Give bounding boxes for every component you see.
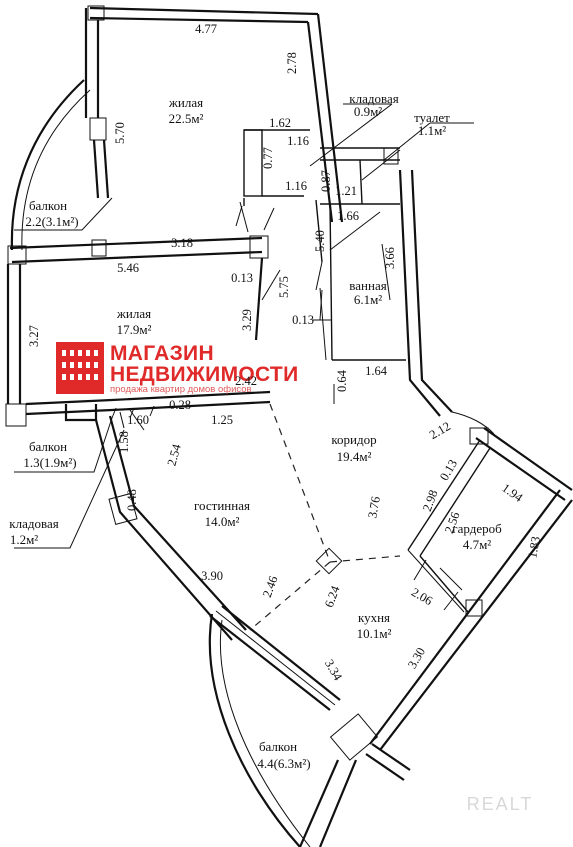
dim-2-06: 2.06 bbox=[409, 585, 435, 608]
dim-3-66: 3.66 bbox=[383, 247, 397, 269]
balcony-mid-name: балкон bbox=[29, 439, 67, 454]
dim-1-62: 1.62 bbox=[269, 116, 291, 130]
dim-0-64: 0.64 bbox=[335, 369, 349, 392]
dim-5-46: 5.46 bbox=[117, 261, 139, 275]
living2-area: 17.9м² bbox=[117, 322, 152, 337]
living1-name: жилая bbox=[168, 95, 203, 110]
dim-0-28: 0.28 bbox=[169, 398, 191, 412]
dim-3-90: 3.90 bbox=[201, 569, 223, 583]
dim-1-66: 1.66 bbox=[337, 209, 359, 223]
storage-left-area: 1.2м² bbox=[10, 532, 38, 547]
living2-name: жилая bbox=[116, 306, 151, 321]
dim-1-16-top: 1.16 bbox=[287, 134, 309, 148]
logo-subtitle: продажа квартир домов офисов bbox=[110, 384, 252, 395]
dim-3-76: 3.76 bbox=[365, 495, 383, 519]
balcony-top-area: 2.2(3.1м²) bbox=[25, 214, 78, 229]
dim-2-78: 2.78 bbox=[285, 52, 299, 74]
dim-2-54: 2.54 bbox=[165, 442, 184, 467]
kitchen-area: 10.1м² bbox=[357, 626, 392, 641]
dim-1-58: 1.58 bbox=[117, 431, 131, 453]
dim-1-21: 1.21 bbox=[335, 184, 357, 198]
room-labels: жилая 22.5м² кладовая 0.9м² туалет 1.1м²… bbox=[9, 91, 502, 771]
dim-3-18: 3.18 bbox=[171, 236, 193, 250]
dim-1-16-bottom: 1.16 bbox=[285, 179, 307, 193]
wardrobe-area: 4.7м² bbox=[463, 537, 491, 552]
storage-top-name: кладовая bbox=[349, 91, 398, 106]
dimension-labels: 4.77 2.78 5.70 1.62 1.16 0.77 1.16 0.87 … bbox=[27, 22, 543, 684]
leader-lines bbox=[14, 103, 474, 549]
dim-2-42: 2.42 bbox=[235, 374, 257, 388]
wardrobe-name: гардероб bbox=[452, 521, 502, 536]
dim-1-94: 1.94 bbox=[499, 481, 526, 505]
building-logo-icon bbox=[56, 342, 104, 394]
dim-3-34: 3.34 bbox=[322, 657, 345, 684]
balcony-mid-area: 1.3(1.9м²) bbox=[23, 455, 76, 470]
toilet-area: 1.1м² bbox=[418, 123, 446, 138]
bath-area: 6.1м² bbox=[354, 292, 382, 307]
balcony-bottom-name: балкон bbox=[259, 739, 297, 754]
corridor-area: 19.4м² bbox=[337, 449, 372, 464]
dim-0-13-a: 0.13 bbox=[231, 271, 253, 285]
balcony-top-name: балкон bbox=[29, 198, 67, 213]
dim-1-25: 1.25 bbox=[211, 413, 233, 427]
living1-area: 22.5м² bbox=[169, 111, 204, 126]
dim-5-70: 5.70 bbox=[113, 122, 127, 144]
dim-0-13-c: 0.13 bbox=[437, 457, 460, 483]
storage-top-area: 0.9м² bbox=[354, 104, 382, 119]
dim-1-60: 1.60 bbox=[127, 413, 149, 427]
logo-title-line2: НЕДВИЖИМОСТИ bbox=[110, 363, 298, 386]
dim-2-12: 2.12 bbox=[427, 419, 453, 442]
dim-0-13-b: 0.13 bbox=[292, 313, 314, 327]
toilet-name: туалет bbox=[414, 110, 450, 125]
room-separators bbox=[249, 403, 401, 631]
walls bbox=[5, 5, 573, 847]
kitchen-name: кухня bbox=[358, 610, 390, 625]
dim-0-77: 0.77 bbox=[261, 147, 275, 169]
corridor-name: коридор bbox=[331, 432, 376, 447]
dim-0-87: 0.87 bbox=[319, 170, 333, 192]
dim-4-77: 4.77 bbox=[195, 22, 217, 36]
lounge-area: 14.0м² bbox=[205, 514, 240, 529]
dim-6-24: 6.24 bbox=[322, 583, 343, 609]
dim-5-75: 5.75 bbox=[277, 276, 291, 298]
bath-name: ванная bbox=[349, 278, 386, 293]
dim-3-29: 3.29 bbox=[240, 309, 254, 331]
watermark: REALT bbox=[467, 794, 534, 814]
balcony-bottom-area: 4.4(6.3м²) bbox=[257, 756, 310, 771]
lounge-name: гостинная bbox=[194, 498, 250, 513]
dim-1-83: 1.83 bbox=[525, 535, 543, 559]
dim-5-40: 5.40 bbox=[313, 230, 327, 252]
dim-3-27: 3.27 bbox=[27, 325, 41, 347]
storage-left-name: кладовая bbox=[9, 516, 58, 531]
company-logo: МАГАЗИН НЕДВИЖИМОСТИ продажа квартир дом… bbox=[56, 342, 298, 395]
dim-2-46: 2.46 bbox=[260, 574, 281, 599]
logo-title-line1: МАГАЗИН bbox=[110, 342, 214, 365]
dim-2-98: 2.98 bbox=[420, 488, 441, 513]
dim-0-48: 0.48 bbox=[125, 489, 139, 511]
dim-3-30: 3.30 bbox=[405, 645, 428, 671]
dim-1-64: 1.64 bbox=[365, 364, 388, 378]
